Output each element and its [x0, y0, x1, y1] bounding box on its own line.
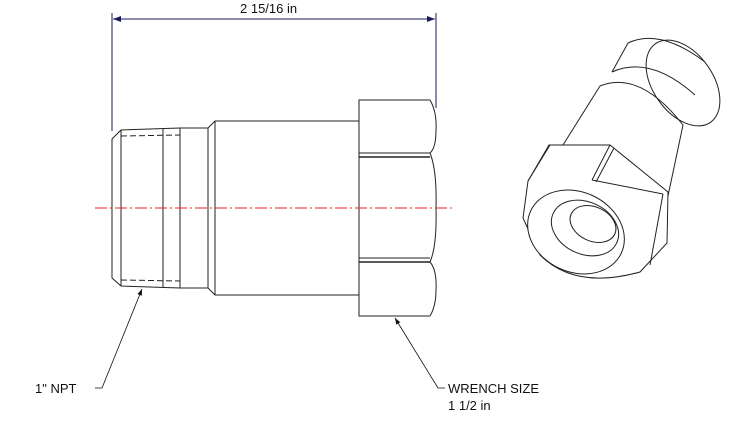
wrench-size-label: WRENCH SIZE: [448, 381, 539, 396]
isometric-view-fitting: [522, 37, 721, 279]
dimension-overall-length: [111, 13, 437, 131]
overall-length-dimension-label: 2 15/16 in: [240, 1, 298, 16]
thread-size-callout: 1" NPT: [35, 381, 77, 396]
wrench-size-value: 1 1/2 in: [448, 398, 491, 413]
leader-lines: [95, 288, 445, 389]
